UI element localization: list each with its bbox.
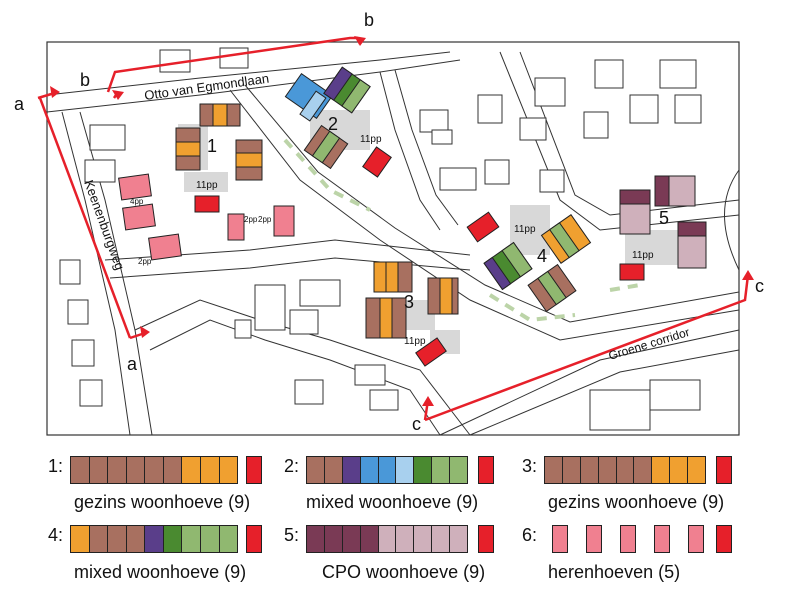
marker-c-2: c (412, 414, 421, 434)
herenhoeven-houses (118, 173, 295, 261)
parking-red (415, 337, 447, 367)
parking-red (194, 195, 220, 213)
green-corridor-dashes (283, 138, 641, 323)
cluster-4 (466, 205, 592, 313)
marker-b-1: b (80, 70, 90, 90)
parking-red (362, 146, 392, 178)
cluster-5 (619, 175, 707, 281)
marker-a-1: a (14, 94, 25, 114)
background-buildings (59, 47, 702, 431)
small-parking-label-4: 2pp (258, 215, 272, 224)
parking-label-1: 11pp (196, 180, 218, 191)
small-parking-label-1: 4pp (130, 197, 144, 206)
parking-label-5: 11pp (632, 250, 654, 261)
cluster-number-3: 3 (404, 292, 414, 312)
cluster-number-1: 1 (207, 136, 217, 156)
parking-label-3: 11pp (404, 336, 426, 347)
cluster-number-4: 4 (537, 246, 547, 266)
marker-c-1: c (755, 276, 764, 296)
marker-b-2: b (364, 10, 374, 30)
parking-label-2: 11pp (360, 134, 382, 145)
marker-a-2: a (127, 354, 138, 374)
parking-red (466, 211, 500, 243)
cluster-3 (365, 261, 460, 367)
small-parking-label-2: 2pp (138, 257, 152, 266)
small-parking-label-3: 2pp (244, 215, 258, 224)
parking-label-4: 11pp (514, 224, 536, 235)
cluster-2 (284, 66, 392, 178)
section-lines (37, 36, 754, 422)
cluster-number-2: 2 (328, 114, 338, 134)
cluster-number-5: 5 (659, 208, 669, 228)
parking-red (619, 263, 645, 281)
cluster-1 (175, 103, 263, 213)
